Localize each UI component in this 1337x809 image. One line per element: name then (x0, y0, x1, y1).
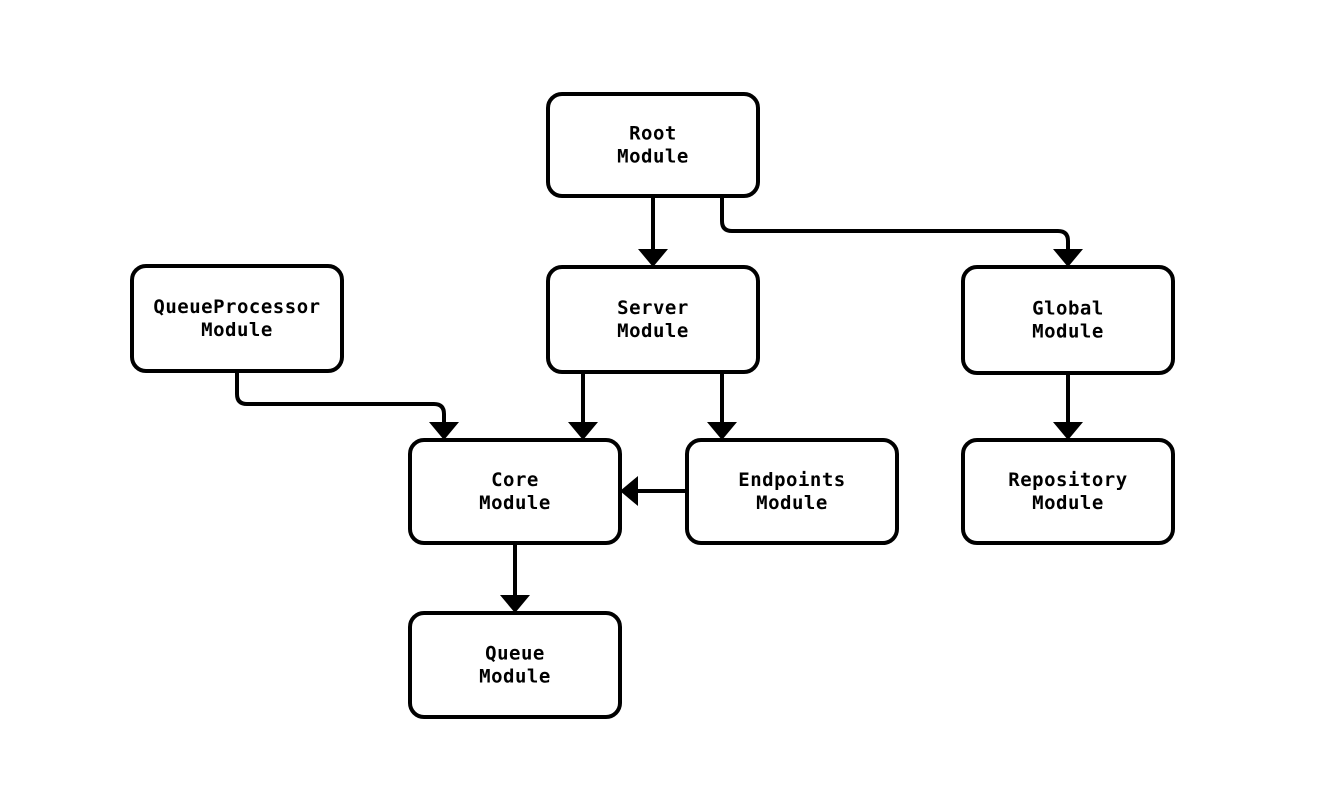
node-shape[interactable] (408, 438, 622, 545)
node-label-secondary: Module (479, 666, 551, 688)
edge-queueprocessor-to-core (235, 371, 459, 440)
arrowhead-down (568, 422, 598, 440)
node-label-secondary: Module (1032, 321, 1104, 343)
node-label-primary: Queue (485, 643, 545, 665)
edge-core-to-queue (500, 543, 530, 613)
arrowhead-down (638, 249, 668, 267)
node-label-primary: Server (617, 297, 689, 319)
edge-root-to-global (720, 196, 1083, 267)
node-label-secondary: Module (617, 320, 689, 342)
node-shape[interactable] (130, 264, 344, 373)
node-label-primary: Global (1032, 298, 1104, 320)
arrowhead-left (620, 476, 638, 506)
arrowhead-down (1053, 249, 1083, 267)
node-label-primary: Repository (1008, 469, 1127, 491)
arrowhead-down (1053, 422, 1083, 440)
node-shape[interactable] (961, 265, 1175, 375)
node-shape[interactable] (546, 265, 760, 374)
edge-endpoints-to-core (620, 476, 687, 506)
edge-line (235, 371, 446, 426)
node-label-secondary: Module (201, 319, 273, 341)
node-shape[interactable] (685, 438, 899, 545)
arrowhead-down (500, 595, 530, 613)
nodes-layer: RootModuleQueueProcessorModuleServerModu… (130, 92, 1175, 719)
edges-layer (235, 196, 1083, 613)
node-label-secondary: Module (756, 492, 828, 514)
node-shape[interactable] (408, 611, 622, 719)
node-shape[interactable] (961, 438, 1175, 545)
edge-root-to-server (638, 196, 668, 267)
node-label-primary: Root (629, 123, 677, 145)
edge-line (720, 196, 1070, 253)
arrowhead-down (429, 422, 459, 440)
node-shape[interactable] (546, 92, 760, 198)
arrowhead-down (707, 422, 737, 440)
edge-server-to-core (568, 372, 598, 440)
node-label-secondary: Module (1032, 492, 1104, 514)
node-label-secondary: Module (479, 492, 551, 514)
node-label-primary: Core (491, 469, 539, 491)
edge-global-to-repository (1053, 373, 1083, 440)
node-label-primary: QueueProcessor (153, 296, 320, 318)
edge-server-to-endpoints (707, 372, 737, 440)
node-label-primary: Endpoints (738, 469, 845, 491)
node-label-secondary: Module (617, 146, 689, 168)
